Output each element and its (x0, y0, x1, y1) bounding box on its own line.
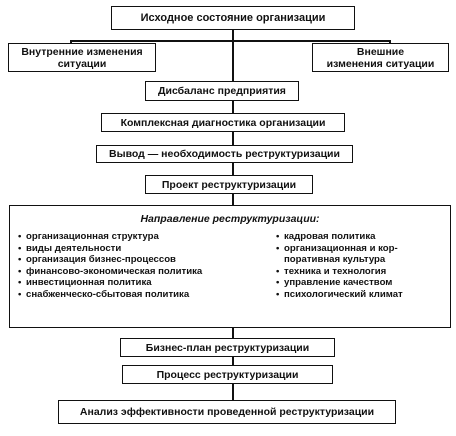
connector-main-vertical (232, 28, 234, 112)
list-item: снабженческо-сбытовая политика (18, 289, 202, 301)
imbalance-box: Дисбаланс предприятия (145, 81, 299, 101)
list-item: организационная и кор- (276, 243, 403, 255)
list-item: виды деятельности (18, 243, 202, 255)
connector-businessplan-process (232, 354, 234, 366)
list-item: психологический климат (276, 289, 403, 301)
internal-changes-box: Внутренние изменения ситуации (8, 43, 156, 72)
list-item: финансово-экономическая политика (18, 266, 202, 278)
connector-conclusion-project (232, 160, 234, 178)
project-box: Проект реструктуризации (145, 175, 313, 194)
initial-state-box: Исходное состояние организации (111, 6, 355, 30)
list-item: техника и технология (276, 266, 403, 278)
list-item: кадровая политика (276, 231, 403, 243)
diagnostics-box: Комплексная диагностика организации (101, 113, 345, 132)
connector-right-drop (389, 40, 391, 44)
efficiency-analysis-box: Анализ эффективности проведенной реструк… (58, 400, 396, 424)
connector-directions-businessplan (232, 326, 234, 340)
connector-project-directions (232, 192, 234, 206)
business-plan-box: Бизнес-план реструктуризации (120, 338, 335, 357)
connector-diagnostics-conclusion (232, 128, 234, 148)
connector-horizontal-branch (70, 40, 390, 42)
connector-imbalance-diagnostics (232, 100, 234, 116)
process-box: Процесс реструктуризации (122, 365, 333, 384)
directions-title: Направление реструктуризации: (140, 213, 320, 225)
directions-left-list: организационная структура виды деятельно… (18, 231, 202, 300)
connector-process-analysis (232, 381, 234, 401)
list-item: организационная структура (18, 231, 202, 243)
list-item: управление качеством (276, 277, 403, 289)
external-changes-box: Внешние изменения ситуации (312, 43, 449, 72)
restructuring-directions-box: Направление реструктуризации: организаци… (9, 205, 451, 328)
conclusion-box: Вывод — необходимость реструктуризации (96, 145, 353, 163)
connector-left-drop (70, 40, 72, 44)
list-item-continuation: поративная культура (284, 254, 386, 265)
list-item: организация бизнес-процессов (18, 254, 202, 266)
list-item: инвестиционная политика (18, 277, 202, 289)
directions-right-list: кадровая политика организационная и кор-… (276, 231, 403, 300)
